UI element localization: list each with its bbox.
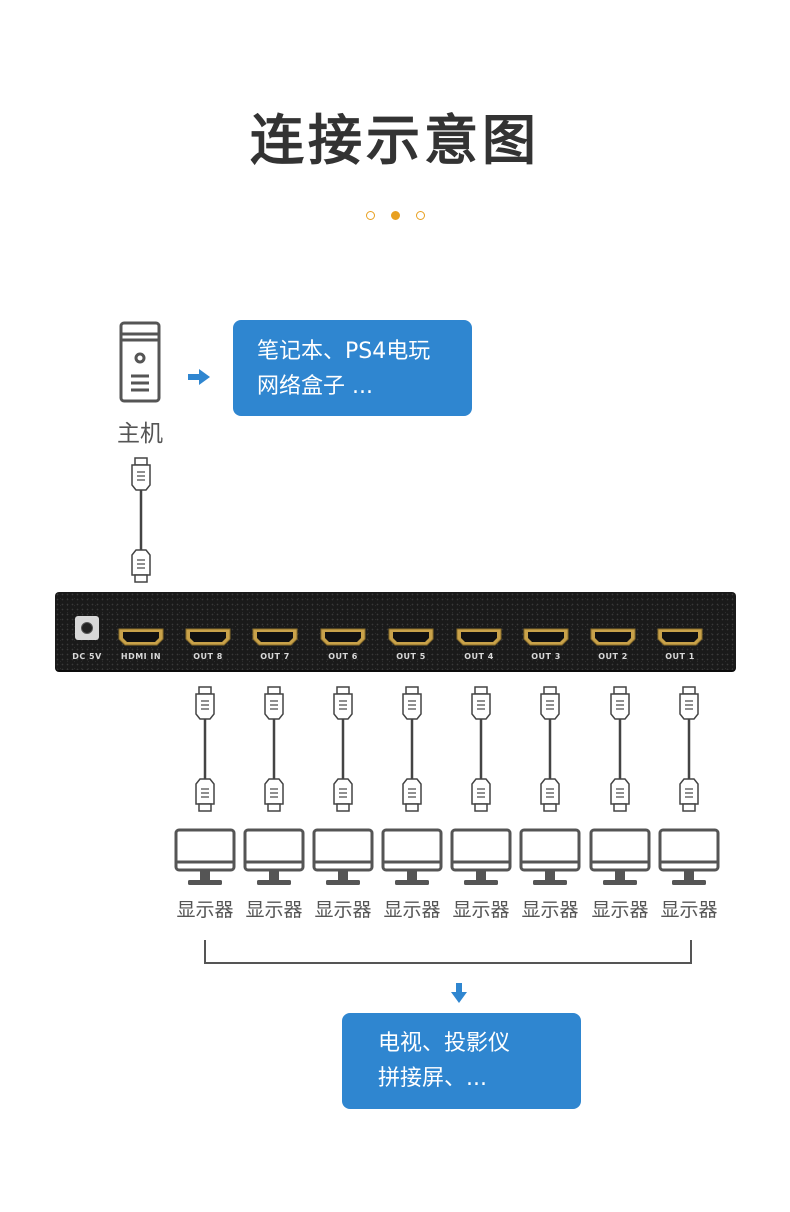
hdmi-splitter-device: DC 5V HDMI IN OUT 8 OUT 7 OUT 6 OUT 5 OUT 4 OU… <box>55 592 736 672</box>
dc-power-jack-icon <box>75 616 99 640</box>
grouping-bracket <box>204 940 692 964</box>
hdmi-output-cable-icon <box>402 686 422 812</box>
monitor-icon <box>519 828 581 885</box>
monitor-icon <box>450 828 512 885</box>
monitor-label: 显示器 <box>314 899 372 921</box>
output-line-2: 拼接屏、... <box>378 1066 487 1091</box>
monitor-label: 显示器 <box>176 899 234 921</box>
source-devices-box: 笔记本、PS4电玩 网络盒子 ... <box>233 320 472 416</box>
monitor-label: 显示器 <box>245 899 303 921</box>
monitor-label: 显示器 <box>591 899 649 921</box>
hdmi-output-cable-icon <box>610 686 630 812</box>
port-label: OUT 6 <box>328 652 358 661</box>
hdmi-output-cable-icon <box>195 686 215 812</box>
dot-1 <box>365 211 375 220</box>
port-label: OUT 8 <box>193 652 223 661</box>
display-devices-box: 电视、投影仪 拼接屏、... <box>342 1013 581 1109</box>
hdmi-port-icon <box>118 628 164 646</box>
monitor-icon <box>312 828 374 885</box>
page-title: 连接示意图 <box>250 109 540 172</box>
monitor-icon <box>658 828 720 885</box>
hdmi-port-icon <box>320 628 366 646</box>
monitor-label: 显示器 <box>452 899 510 921</box>
pagination-dots <box>0 211 790 220</box>
host-label: 主机 <box>117 421 163 447</box>
monitor-icon <box>243 828 305 885</box>
port-label: HDMI IN <box>120 652 162 661</box>
source-line-1: 笔记本、PS4电玩 <box>257 339 431 364</box>
hdmi-input-cable-icon <box>131 457 151 583</box>
hdmi-port-icon <box>523 628 569 646</box>
hdmi-port-icon <box>185 628 231 646</box>
hdmi-port-icon <box>456 628 502 646</box>
port-label-dc: DC 5V <box>72 652 102 661</box>
dot-3 <box>415 211 425 220</box>
monitor-label: 显示器 <box>521 899 579 921</box>
port-label: OUT 2 <box>598 652 628 661</box>
hdmi-port-icon <box>590 628 636 646</box>
arrow-right-icon <box>188 369 210 385</box>
port-label: OUT 4 <box>464 652 494 661</box>
monitor-label: 显示器 <box>383 899 441 921</box>
hdmi-port-icon <box>252 628 298 646</box>
port-label: OUT 7 <box>260 652 290 661</box>
monitor-icon <box>589 828 651 885</box>
hdmi-port-icon <box>388 628 434 646</box>
monitor-label: 显示器 <box>660 899 718 921</box>
source-line-2: 网络盒子 ... <box>257 374 373 399</box>
monitor-icon <box>174 828 236 885</box>
port-label: OUT 1 <box>665 652 695 661</box>
monitor-icon <box>381 828 443 885</box>
hdmi-output-cable-icon <box>540 686 560 812</box>
hdmi-output-cable-icon <box>471 686 491 812</box>
output-line-1: 电视、投影仪 <box>378 1031 511 1056</box>
arrow-down-icon <box>451 983 467 1003</box>
hdmi-port-icon <box>657 628 703 646</box>
hdmi-output-cable-icon <box>333 686 353 812</box>
dot-2 <box>390 211 400 220</box>
hdmi-output-cable-icon <box>679 686 699 812</box>
computer-tower-icon <box>119 321 161 403</box>
hdmi-output-cable-icon <box>264 686 284 812</box>
port-label: OUT 3 <box>531 652 561 661</box>
port-label: OUT 5 <box>396 652 426 661</box>
